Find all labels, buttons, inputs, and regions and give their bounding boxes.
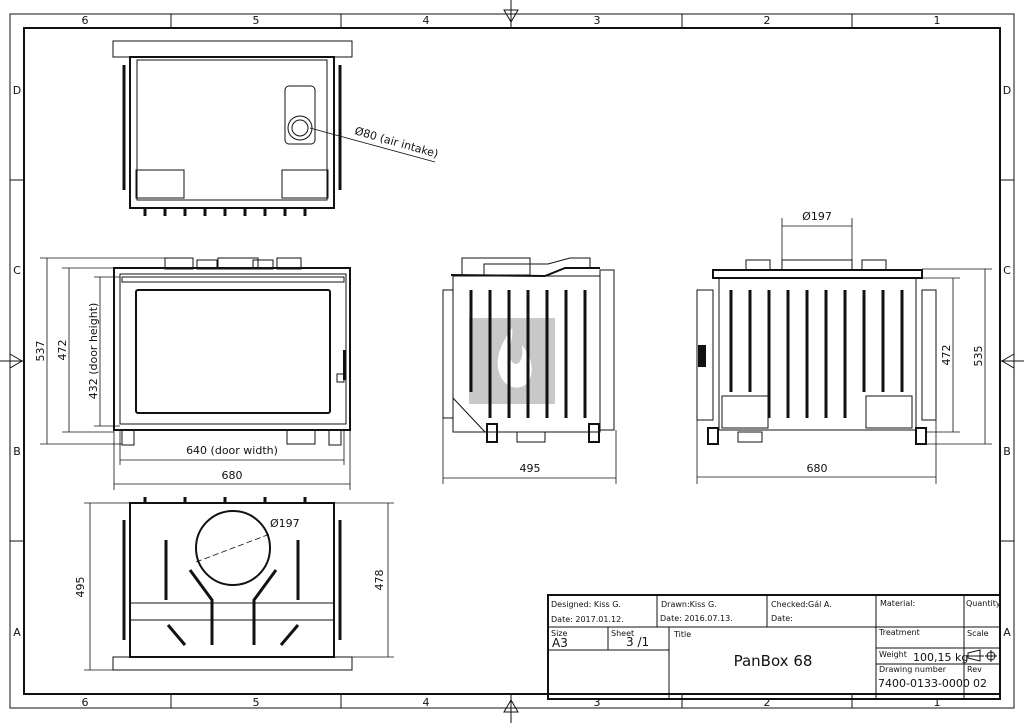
dim-495: 495 xyxy=(74,577,87,598)
scale-label: Scale xyxy=(967,629,989,638)
title-block: Designed: Kiss G. Date: 2017.01.12. Draw… xyxy=(547,594,1001,700)
dim-478: 478 xyxy=(373,570,386,591)
column-label: 5 xyxy=(253,696,260,709)
bottom-view: Ø197 495 478 xyxy=(74,497,394,671)
column-label: 4 xyxy=(423,14,430,27)
column-label: 4 xyxy=(423,696,430,709)
checked-date: Date: xyxy=(771,614,793,623)
dim-537: 537 xyxy=(34,341,47,362)
dim-472: 472 xyxy=(940,345,953,366)
column-label: 2 xyxy=(764,696,771,709)
title-label: Title xyxy=(673,630,691,639)
column-label: 6 xyxy=(82,696,89,709)
drawing-number: 7400-0133-0000 xyxy=(878,677,970,690)
designed-by: Designed: Kiss G. xyxy=(551,600,621,609)
row-label: A xyxy=(13,626,21,639)
row-label: D xyxy=(13,84,21,97)
size-label: Size xyxy=(551,629,568,638)
projection-symbol-icon xyxy=(967,649,997,662)
material-label: Material: xyxy=(880,599,915,608)
dim-door-width: 640 (door width) xyxy=(186,444,278,457)
dim-flue-diameter: Ø197 xyxy=(802,210,832,223)
row-label: C xyxy=(1003,264,1011,277)
designed-date: Date: 2017.01.12. xyxy=(551,615,624,624)
quantity-label: Quantity xyxy=(966,599,1001,608)
side-view: 495 xyxy=(442,257,617,484)
dim-535: 535 xyxy=(972,346,985,367)
treatment-label: Treatment xyxy=(878,628,920,637)
air-intake-label: Ø80 (air intake) xyxy=(353,124,440,160)
dim-flue-diameter: Ø197 xyxy=(270,517,300,530)
dim-680: 680 xyxy=(222,469,243,482)
weight-label: Weight xyxy=(879,650,907,659)
drawn-date: Date: 2016.07.13. xyxy=(660,614,733,623)
column-label: 5 xyxy=(253,14,260,27)
top-view: Ø80 (air intake) xyxy=(112,40,440,216)
sheet-label: Sheet xyxy=(611,629,634,638)
rev-label: Rev xyxy=(967,665,982,674)
front-view: 537 472 432 (door height) 640 (door widt… xyxy=(34,257,351,490)
drawing-title: PanBox 68 xyxy=(734,652,813,670)
dim-680: 680 xyxy=(807,462,828,475)
dim-472: 472 xyxy=(56,340,69,361)
column-label: 2 xyxy=(764,14,771,27)
sheet-value: 3 /1 xyxy=(626,635,649,649)
row-label: B xyxy=(1003,445,1011,458)
rev-value: 02 xyxy=(973,677,987,690)
row-label: B xyxy=(13,445,21,458)
row-label: A xyxy=(1003,626,1011,639)
rear-view: Ø197 680 472 535 xyxy=(696,210,992,484)
column-label: 3 xyxy=(594,696,601,709)
dim-door-height: 432 (door height) xyxy=(87,303,100,400)
drawing-number-label: Drawing number xyxy=(879,665,947,674)
column-label: 3 xyxy=(594,14,601,27)
column-label: 1 xyxy=(934,14,941,27)
row-label: D xyxy=(1003,84,1011,97)
checked-by: Checked:Gál A. xyxy=(771,600,832,609)
drawn-by: Drawn:Kiss G. xyxy=(661,600,717,609)
weight-value: 100,15 kg xyxy=(913,651,968,664)
column-label: 1 xyxy=(934,696,941,709)
column-label: 6 xyxy=(82,14,89,27)
row-label: C xyxy=(13,264,21,277)
dim-495: 495 xyxy=(520,462,541,475)
size-value: A3 xyxy=(552,636,568,650)
